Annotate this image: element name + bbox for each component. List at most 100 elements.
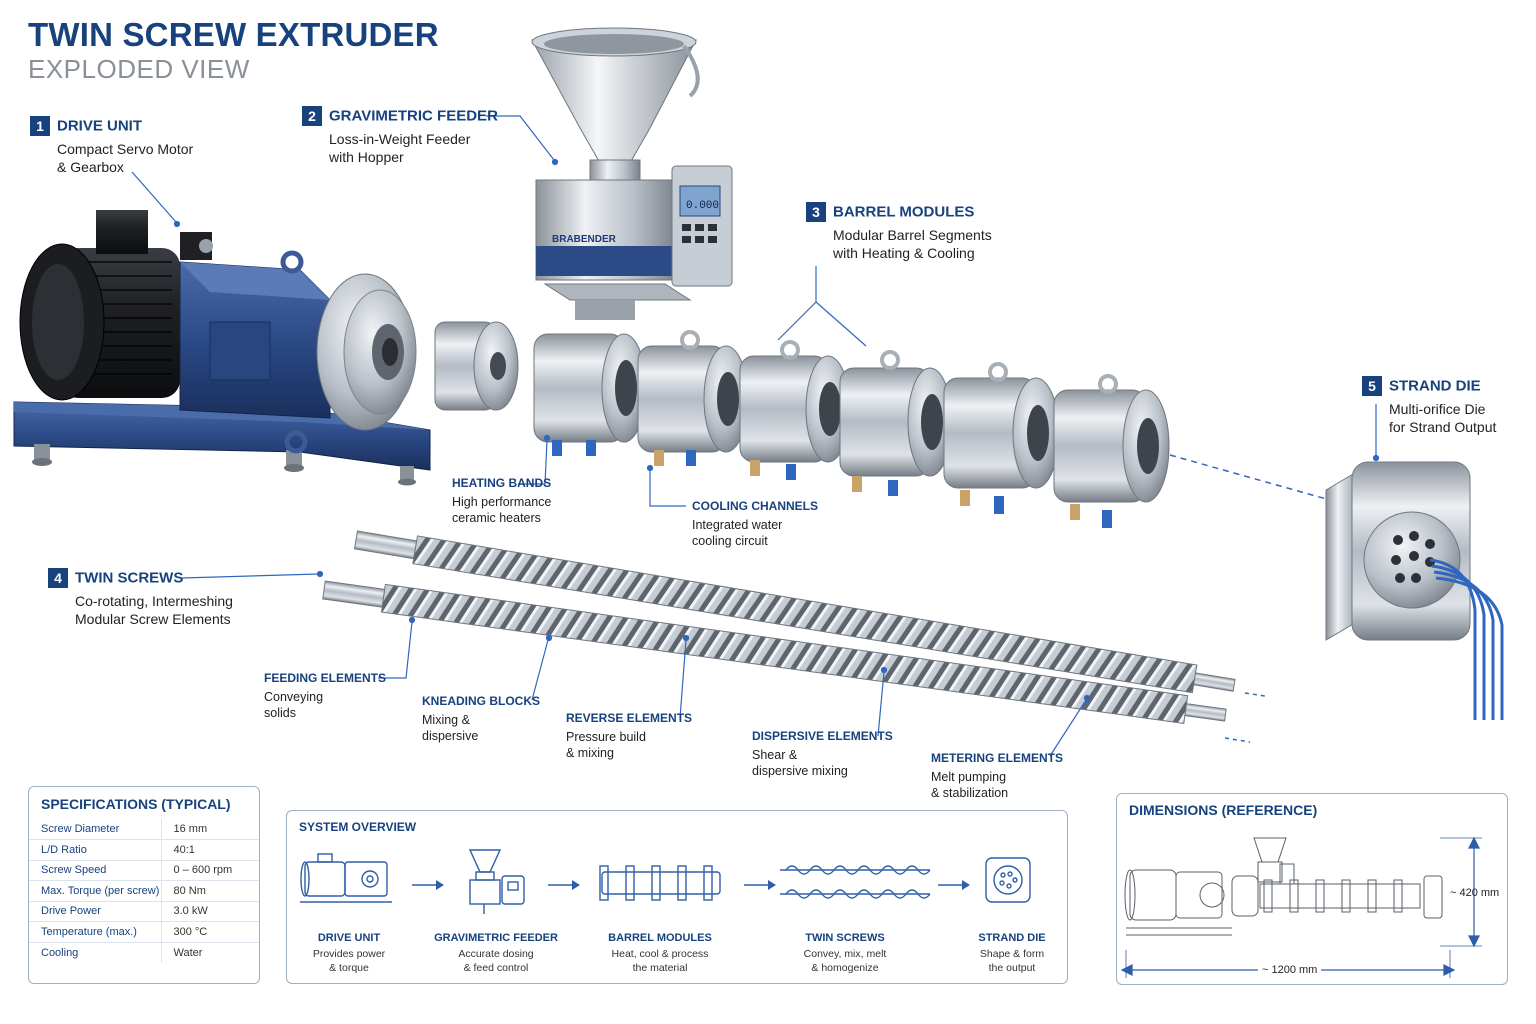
callout-description: Modular Barrel Segments with Heating & C… xyxy=(833,227,992,261)
arrow-right-icon xyxy=(744,880,776,890)
tag-description: Shear & dispersive mixing xyxy=(752,748,848,778)
barrel-module xyxy=(739,340,851,480)
callout-number: 4 xyxy=(48,568,68,588)
strand-die-illustration xyxy=(1325,461,1504,720)
spec-value: 80 Nm xyxy=(160,880,259,902)
tag-title: DISPERSIVE ELEMENTS xyxy=(752,729,893,743)
callout-barrel-modules: 3 BARREL MODULES Modular Barrel Segments … xyxy=(806,202,992,262)
spec-value: 3.0 kW xyxy=(160,901,259,922)
tag-dispersive-elements: DISPERSIVE ELEMENTS Shear & dispersive m… xyxy=(752,729,893,779)
tag-title: COOLING CHANNELS xyxy=(692,499,818,513)
gravimetric-feeder-illustration: BRABENDER 0.000 xyxy=(531,27,733,320)
overview-step-gravimetric-feeder: GRAVIMETRIC FEEDER Accurate dosing & fee… xyxy=(426,932,566,975)
specifications-title: SPECIFICATIONS (TYPICAL) xyxy=(41,796,231,812)
step-description: Heat, cool & process the material xyxy=(611,948,709,974)
spec-label: Temperature (max.) xyxy=(29,921,161,943)
leader-lines xyxy=(131,115,1380,757)
tag-heating-bands: HEATING BANDS High performance ceramic h… xyxy=(452,476,551,526)
spec-label: Cooling xyxy=(41,946,79,959)
tag-description: Conveying solids xyxy=(264,690,324,720)
feeder-icon xyxy=(468,849,525,914)
callout-description: Multi-orifice Die for Strand Output xyxy=(1389,401,1497,435)
spec-label: L/D Ratio xyxy=(29,839,161,861)
step-title: GRAVIMETRIC FEEDER xyxy=(434,932,558,944)
tag-kneading-blocks: KNEADING BLOCKS Mixing & dispersive xyxy=(422,694,540,744)
tag-description: Mixing & dispersive xyxy=(422,713,479,743)
barrel-module xyxy=(533,333,647,456)
dimension-arrows xyxy=(1120,836,1482,978)
overview-step-barrel-modules: BARREL MODULES Heat, cool & process the … xyxy=(590,932,730,975)
callout-title: BARREL MODULES xyxy=(833,203,975,221)
barrel-module xyxy=(943,362,1060,514)
overview-icons xyxy=(300,849,1031,914)
step-title: BARREL MODULES xyxy=(608,932,712,944)
barrel-icon xyxy=(599,865,721,901)
table-row: Max. Torque (per screw)80 Nm xyxy=(29,880,259,902)
tag-title: REVERSE ELEMENTS xyxy=(566,711,693,725)
spec-value: 0 – 600 rpm xyxy=(160,860,259,881)
barrel-module xyxy=(637,330,749,466)
barrel-module xyxy=(839,350,953,496)
step-description: Accurate dosing & feed control xyxy=(458,948,534,974)
callout-title: TWIN SCREWS xyxy=(75,569,184,587)
tag-feeding-elements: FEEDING ELEMENTS Conveying solids xyxy=(264,671,386,721)
callout-number: 5 xyxy=(1362,376,1382,396)
tag-description: Integrated water cooling circuit xyxy=(692,518,783,548)
step-title: TWIN SCREWS xyxy=(805,932,885,944)
callout-number: 3 xyxy=(806,202,826,222)
overview-step-drive-unit: DRIVE UNIT Provides power & torque xyxy=(279,932,419,975)
spec-value: 40:1 xyxy=(160,839,259,861)
spec-value: 300 °C xyxy=(160,921,259,943)
motor-gearbox-icon xyxy=(300,853,392,903)
tag-title: FEEDING ELEMENTS xyxy=(264,671,387,685)
tag-title: HEATING BANDS xyxy=(452,476,552,490)
twin-screw-icon xyxy=(780,865,931,899)
tag-metering-elements: METERING ELEMENTS Melt pumping & stabili… xyxy=(931,751,1063,801)
drive-unit-illustration xyxy=(13,210,431,486)
page-subtitle: EXPLODED VIEW xyxy=(28,54,250,84)
spec-label: Drive Power xyxy=(29,901,161,922)
step-title: DRIVE UNIT xyxy=(317,932,381,944)
callout-description: Loss-in-Weight Feeder with Hopper xyxy=(329,131,471,165)
overview-arrows xyxy=(412,880,970,890)
dimension-length-label: ~ 1200 mm xyxy=(1258,964,1322,976)
tag-cooling-channels: COOLING CHANNELS Integrated water coolin… xyxy=(692,499,818,549)
arrow-right-icon xyxy=(548,880,580,890)
spec-label: Screw Diameter xyxy=(29,819,161,840)
tag-description: Pressure build & mixing xyxy=(566,730,646,760)
step-description: Shape & form the output xyxy=(979,948,1045,974)
coupling-illustration xyxy=(434,321,519,411)
feeder-brand-text: BRABENDER xyxy=(552,234,617,245)
tag-reverse-elements: REVERSE ELEMENTS Pressure build & mixing xyxy=(566,711,692,761)
tag-title: KNEADING BLOCKS xyxy=(422,694,541,708)
barrel-modules-illustration xyxy=(533,330,1170,528)
system-overview-panel: SYSTEM OVERVIEW xyxy=(286,810,1068,984)
table-row: Cooling Water xyxy=(29,942,259,963)
barrel-module xyxy=(1053,374,1170,528)
feeder-display-reading: 0.000 xyxy=(686,200,719,212)
callout-strand-die: 5 STRAND DIE Multi-orifice Die for Strand… xyxy=(1362,376,1496,436)
spec-value: Water xyxy=(160,942,259,963)
die-icon xyxy=(985,857,1031,903)
arrow-right-icon xyxy=(412,880,444,890)
spec-label: Max. Torque (per screw) xyxy=(29,880,161,902)
overview-step-strand-die: STRAND DIE Shape & form the output xyxy=(942,932,1082,975)
tag-description: Melt pumping & stabilization xyxy=(931,770,1009,800)
arrow-right-icon xyxy=(938,880,970,890)
page-title: TWIN SCREW EXTRUDER xyxy=(28,16,439,53)
step-description: Convey, mix, melt & homogenize xyxy=(803,948,887,974)
spec-label: Screw Speed xyxy=(29,860,161,881)
table-row: Temperature (max.)300 °C xyxy=(29,921,259,943)
step-description: Provides power & torque xyxy=(312,948,386,974)
callout-title: STRAND DIE xyxy=(1389,377,1481,395)
